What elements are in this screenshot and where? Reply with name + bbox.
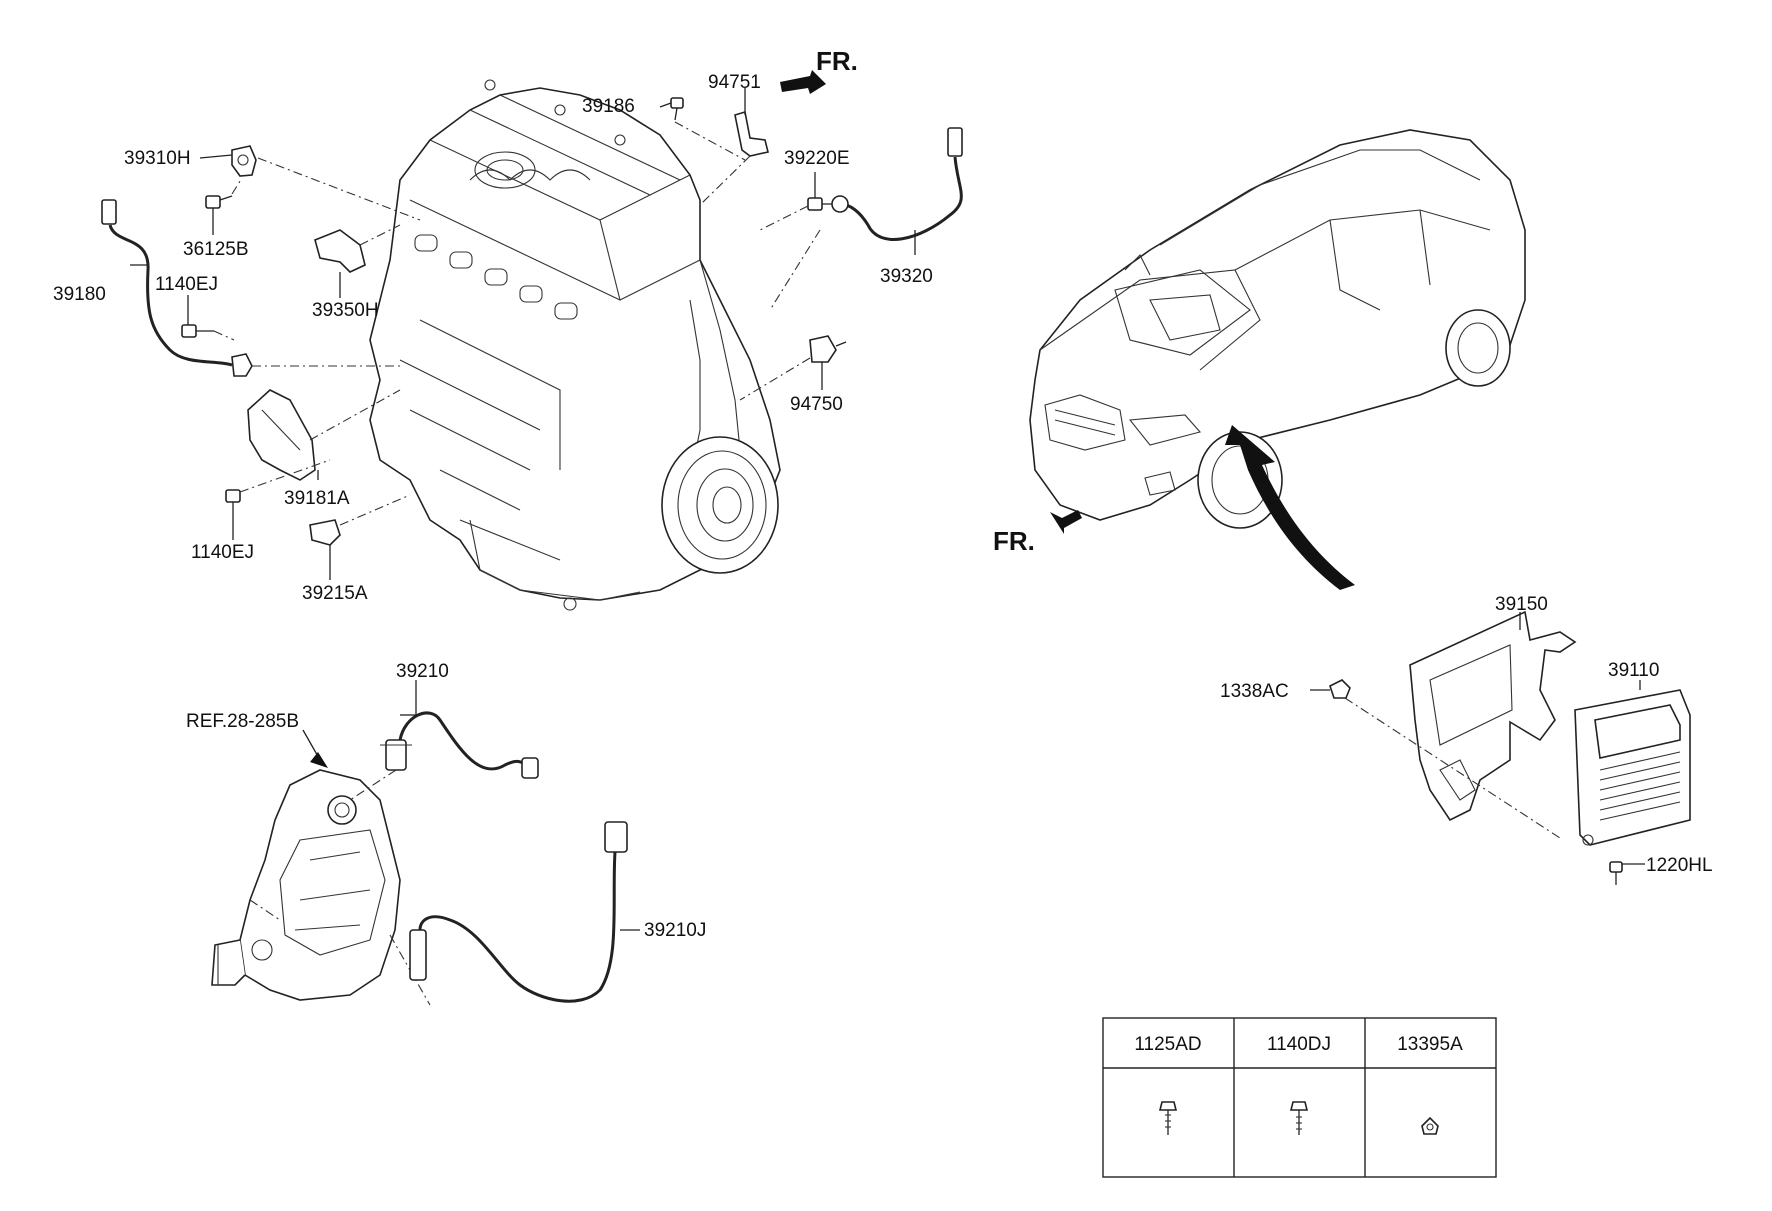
front-direction-arrow-top <box>780 70 826 94</box>
ecu-bracket-39150 <box>1409 610 1577 822</box>
bracket-39215A <box>309 519 341 546</box>
parts-table: 1125AD 1140DJ 13395A <box>1102 1017 1497 1178</box>
label-1338AC: 1338AC <box>1220 681 1289 702</box>
table-header-1140DJ: 1140DJ <box>1267 1034 1331 1055</box>
table-header-13395A: 13395A <box>1397 1034 1463 1055</box>
nut-1338AC <box>1329 679 1351 699</box>
location-pointer-arrow <box>1225 425 1355 590</box>
label-39181A: 39181A <box>284 488 350 509</box>
oxygen-sensor-39210 <box>380 711 539 779</box>
nut-13395A-icon <box>1421 1116 1439 1135</box>
bolt-1140EJ-lower <box>225 489 241 518</box>
vehicle-illustration <box>1029 129 1526 529</box>
label-1140EJ-lower: 1140EJ <box>191 542 254 563</box>
bolt-1125AD-icon <box>1158 1101 1178 1135</box>
label-ref-28-285B: REF.28-285B <box>186 711 299 732</box>
bracket-94751 <box>734 110 769 157</box>
label-39320: 39320 <box>880 266 933 287</box>
label-39310H: 39310H <box>124 148 191 169</box>
label-39110: 39110 <box>1608 660 1659 681</box>
cam-position-sensor-39310H <box>231 145 257 177</box>
label-39350H: 39350H <box>312 300 379 321</box>
label-94751: 94751 <box>708 72 761 93</box>
label-39215A: 39215A <box>302 583 368 604</box>
bracket-39350H <box>314 229 366 273</box>
label-39150: 39150 <box>1495 594 1548 615</box>
label-94750: 94750 <box>790 394 843 415</box>
catalytic-converter-illustration <box>211 769 401 1001</box>
label-39210: 39210 <box>396 661 449 682</box>
table-header-1125AD: 1125AD <box>1134 1034 1201 1055</box>
oxygen-sensor-39320 <box>831 127 963 241</box>
sensor-39180 <box>101 199 253 377</box>
label-39220E: 39220E <box>784 148 850 169</box>
bolt-36125B <box>205 195 233 209</box>
label-39186: 39186 <box>582 96 635 117</box>
label-1140EJ-upper: 1140EJ <box>155 274 218 295</box>
ecu-module-39110 <box>1574 689 1691 846</box>
front-direction-arrow-car <box>1050 510 1082 534</box>
bolt-1220HL <box>1609 861 1623 885</box>
label-36125B: 36125B <box>183 239 249 260</box>
bolt-1140EJ-upper <box>181 324 214 338</box>
sensor-94750 <box>809 335 847 363</box>
bolt-1140DJ-icon <box>1289 1101 1309 1135</box>
heat-shield-39181A <box>247 389 316 481</box>
oxygen-sensor-39210J <box>409 821 628 1003</box>
engine-block-illustration <box>369 79 781 611</box>
label-39210J: 39210J <box>644 920 706 941</box>
label-39180: 39180 <box>53 284 106 305</box>
label-fr-car: FR. <box>993 526 1035 556</box>
label-1220HL: 1220HL <box>1646 855 1713 876</box>
bolt-39186 <box>670 97 684 121</box>
label-fr-top: FR. <box>816 46 858 76</box>
